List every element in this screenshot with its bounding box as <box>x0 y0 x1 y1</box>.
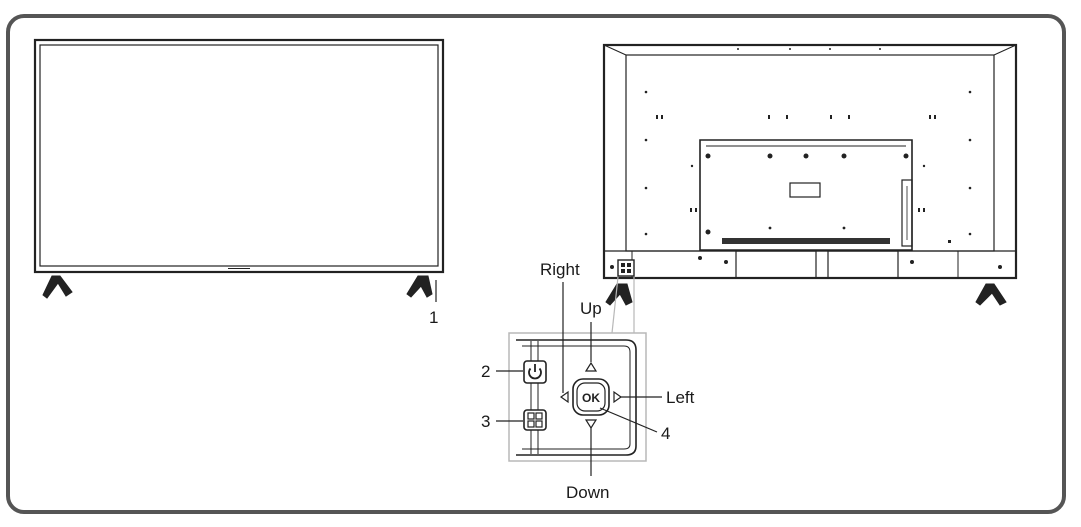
callout-2-label: 2 <box>481 362 490 381</box>
tv-back-port-strip <box>901 179 913 247</box>
tv-front-view: 1 <box>33 38 445 327</box>
label-up: Up <box>580 299 602 318</box>
right-arrow-icon[interactable] <box>613 390 623 404</box>
callout-1-label: 1 <box>429 308 438 327</box>
label-left: Left <box>666 388 695 407</box>
menu-grid-icon <box>527 412 543 428</box>
control-panel-body <box>516 339 637 456</box>
up-arrow-icon[interactable] <box>584 361 598 372</box>
callout-4-label: 4 <box>661 424 670 443</box>
tv-back-vent <box>722 238 890 244</box>
menu-button[interactable] <box>523 409 547 431</box>
ok-button[interactable]: OK <box>572 378 610 416</box>
tv-front-screen <box>39 44 439 267</box>
power-icon <box>528 364 542 380</box>
zoom-guide-left <box>611 276 619 334</box>
tv-back-view <box>602 43 1018 280</box>
tv-back-right-foot <box>975 283 1007 306</box>
callout-3-label: 3 <box>481 412 490 431</box>
tv-back-left-foot <box>605 283 633 306</box>
tv-back-bottom-panel <box>735 250 817 279</box>
left-arrow-icon[interactable] <box>559 390 569 404</box>
down-arrow-icon[interactable] <box>584 419 598 430</box>
callout-leaders <box>496 282 662 476</box>
tv-back-control-box <box>617 259 635 277</box>
tv-back-bottom-panel-2 <box>827 250 899 279</box>
label-right: Right <box>540 260 580 279</box>
ok-button-label: OK <box>582 391 600 405</box>
tv-front-right-foot <box>406 275 433 298</box>
label-down: Down <box>566 483 609 502</box>
control-panel-detail: OK <box>508 332 647 462</box>
tv-back-screws <box>610 48 1002 269</box>
tv-back-module <box>699 139 913 251</box>
tv-back-label-plate <box>789 182 821 198</box>
power-button[interactable] <box>523 360 547 384</box>
tv-front-left-foot <box>42 275 73 299</box>
